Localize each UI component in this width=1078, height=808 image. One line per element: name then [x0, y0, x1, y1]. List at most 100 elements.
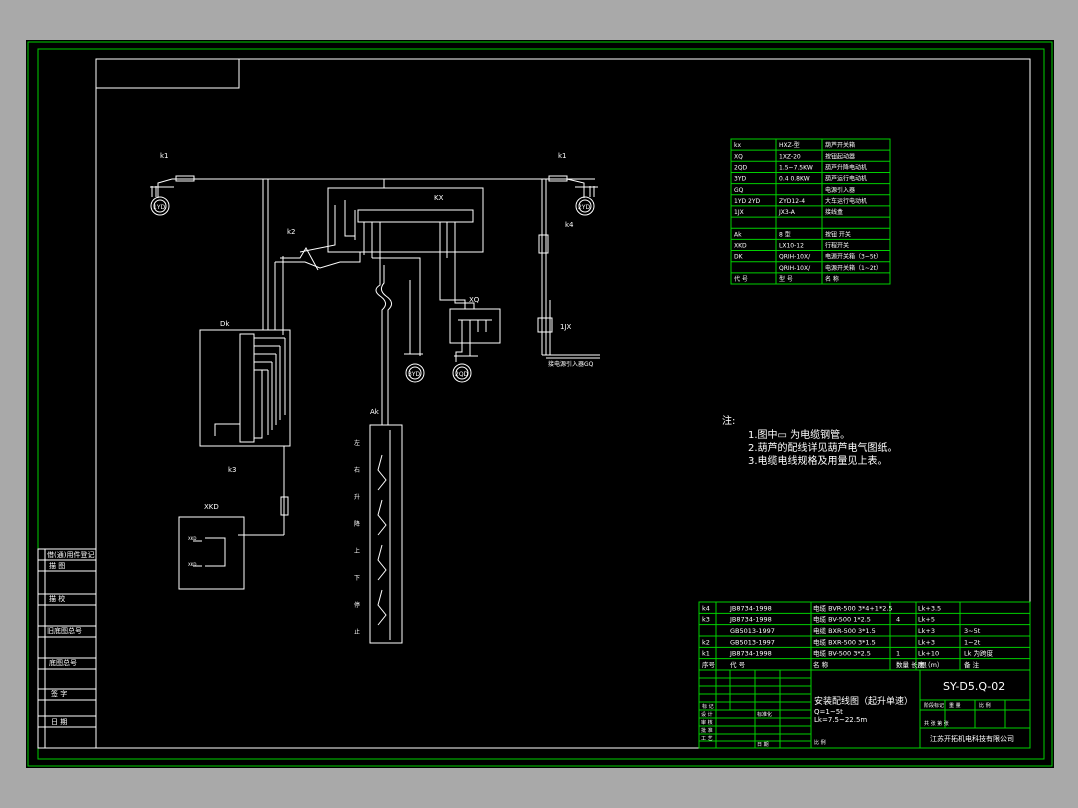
label-scale: 比 例 [979, 702, 991, 709]
label-power-note: 接电源引入器GQ [548, 360, 594, 368]
legend-cell-code: XQ [734, 153, 743, 160]
drawing-number: SY-D5.Q-02 [943, 680, 1005, 693]
ak-label-2: 升 [354, 493, 360, 501]
notes-title: 注: [722, 414, 735, 427]
wire-cell-code: 序号 [702, 660, 716, 669]
k1-right-drop [566, 178, 585, 198]
wire-cell-spec: 电缆 BV-500 3*2.5 [813, 649, 871, 658]
wire-cell-spec: 名 称 [813, 660, 829, 669]
wire-cell-spec: 电缆 BXR-500 3*1.5 [813, 626, 876, 635]
legend-cell-desc: 电源开关箱（1~2t） [825, 264, 882, 272]
legend-cell-model: HXZ-型 [779, 141, 800, 149]
side-register-labels: 借(通)用件登记 描 图 描 校 旧底图总号 底图总号 签 字 日 期 [47, 550, 94, 726]
k1-left-conduit [175, 175, 195, 182]
legend-cell-desc: 电源开关箱（3~5t） [825, 253, 882, 261]
note-line-1: 1.图中▭ 为电缆钢管。 [748, 428, 850, 441]
ak-label-0: 左 [354, 439, 360, 447]
side-label-5: 签 字 [51, 689, 67, 698]
k1-right-conduit [548, 175, 568, 182]
legend-cell-code: 1YD 2YD [734, 198, 760, 205]
side-label-6: 日 期 [51, 718, 67, 726]
label-k1-right: k1 [558, 152, 567, 160]
ak-label-5: 下 [354, 575, 360, 582]
side-label-3: 旧底图总号 [47, 626, 82, 635]
legend-cell-desc: 接线盒 [825, 208, 843, 216]
wire-cell-code: k1 [702, 650, 710, 658]
legend-cell-desc: 葫芦升降电动机 [825, 163, 867, 171]
dk-box [199, 329, 291, 447]
legend-cell-model: JX3-A [778, 209, 796, 216]
label-xq: XQ [469, 296, 480, 304]
side-label-0: 借(通)用件登记 [47, 550, 94, 559]
label-xkd: XKD [204, 503, 219, 511]
legend-cell-code: kx [734, 142, 741, 149]
side-label-1: 描 图 [49, 561, 65, 570]
ak-label-1: 右 [354, 466, 360, 474]
jx-box [537, 317, 553, 333]
wire-cell-note: 1~2t [964, 638, 981, 646]
legend-cell-code: DK [734, 254, 744, 261]
label-k1-left: k1 [160, 152, 169, 160]
note-line-2: 2.葫芦的配线详见葫芦电气图纸。 [748, 441, 898, 454]
legend-cell-model: 0.4 0.8KW [779, 176, 810, 183]
label-standard: 标准化 [757, 711, 772, 718]
legend-cell-code: Ak [734, 231, 742, 238]
k1-left-drop [157, 178, 173, 198]
label-ratio: 比 例 [814, 739, 826, 746]
dk-terminal-strip [239, 333, 255, 443]
legend-cell-desc: 葫芦运行电动机 [825, 175, 867, 183]
xq-box [449, 308, 501, 344]
legend-cell-code: 3YD [734, 176, 746, 183]
kx-box [327, 187, 484, 253]
label-k3: k3 [228, 466, 237, 474]
wire-cell-std: JB8734-1998 [729, 650, 772, 658]
motor-2yd-symbol [575, 196, 595, 216]
label-sheet: 共 张 第 张 [924, 720, 949, 727]
label-k2: k2 [287, 228, 296, 236]
label-stage: 阶段标记 [924, 702, 944, 709]
label-jx: 1JX [560, 323, 572, 331]
wire-cell-code: k3 [702, 616, 710, 624]
legend-cell-code: GQ [734, 187, 744, 194]
label-motor-3yd: 3YD [408, 371, 420, 378]
motor-2qd-symbol [452, 363, 472, 383]
xkd-box [178, 516, 245, 590]
side-register-table [37, 548, 97, 749]
legend-cell-desc: 电源引入器 [825, 186, 855, 194]
wiring-diagram [150, 175, 600, 644]
wire-cell-spec: 电缆 BV-500 1*2.5 [813, 615, 871, 624]
side-label-4: 底图总号 [49, 658, 77, 667]
label-xkd-term-a: XKD [188, 536, 196, 541]
wire-cell-len: Lk+5 [918, 616, 935, 624]
wire-cell-len: Lk+3 [918, 627, 935, 635]
ak-label-6: 停 [354, 601, 360, 609]
legend-cell-desc: 行程开关 [825, 242, 849, 250]
label-approve: 批 准 [701, 727, 713, 734]
label-mark: 标 记 [702, 703, 714, 710]
ak-label-7: 止 [354, 628, 360, 636]
label-motor-2yd: 2YD [578, 204, 590, 211]
label-motor-2qd: 2QD [455, 371, 469, 378]
drawing-param-1: Q=1~5t [814, 708, 843, 716]
title-block-grid [698, 669, 1031, 749]
label-kx: KX [434, 194, 444, 202]
motor-1yd-symbol [150, 196, 170, 216]
label-dk: Dk [220, 320, 230, 328]
component-labels: k1 k1 1YD 2YD 3YD 2QD k2 k3 k4 KX XQ Dk … [153, 152, 594, 567]
wire-cell-spec: 电缆 BVR-500 3*4+1*2.5 [813, 603, 893, 612]
label-motor-1yd: 1YD [153, 204, 165, 211]
wire-cell-note: 备 注 [964, 660, 980, 669]
side-label-2: 描 校 [49, 594, 65, 603]
legend-cell-desc: 按钮 开关 [825, 230, 851, 238]
label-process: 工 艺 [701, 736, 713, 742]
ak-label-4: 上 [354, 547, 360, 555]
wire-cell-code: k4 [702, 604, 710, 612]
legend-cell-desc: 按钮起动器 [825, 152, 855, 160]
wire-cell-len: /根 [918, 660, 927, 669]
company-name: 江苏开拓机电科技有限公司 [930, 734, 1014, 743]
ak-label-3: 降 [354, 520, 360, 528]
legend-cell-code: 1JX [734, 209, 744, 216]
legend-cell-model: QRIH-10X/ [779, 265, 811, 272]
label-k4: k4 [565, 221, 574, 229]
